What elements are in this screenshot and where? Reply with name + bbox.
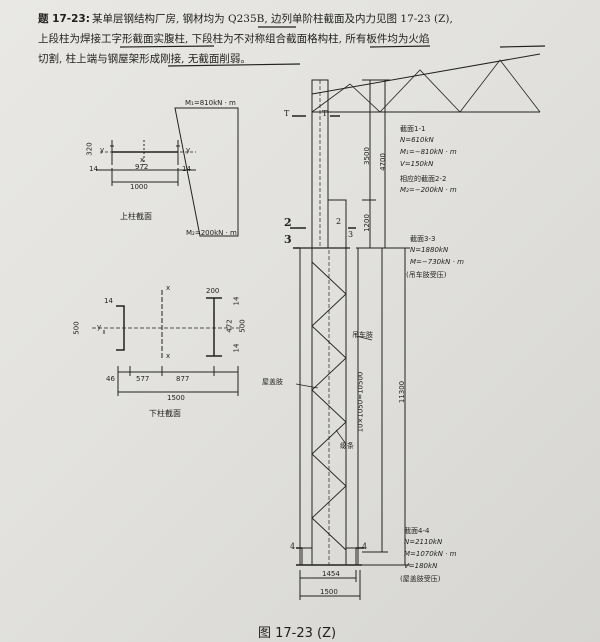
dim-3500: 3500: [362, 147, 371, 165]
section-4-4-m: M=1070kN · m: [404, 550, 457, 558]
cut-label-3-left: 3: [284, 233, 292, 246]
dim-1454: 1454: [322, 570, 340, 578]
cut-label-2-left: 2: [284, 216, 292, 229]
cut-label-4-right: 4: [362, 542, 368, 551]
underline-rigid: [167, 63, 301, 67]
lower-axis-y: y: [97, 323, 102, 331]
section-3-3-n: N=1880kN: [410, 246, 449, 254]
lower-dim-500-left: 500: [72, 321, 81, 335]
section-4-4-v: V=180kN: [404, 562, 438, 570]
batten-label: 缀条: [340, 442, 354, 450]
upper-dim-320: 320: [85, 142, 94, 156]
figure-caption: 图 17-23 (Z): [258, 626, 337, 641]
roof-limb-label: 屋盖肢: [262, 378, 283, 386]
upper-dim-14-left: 14: [89, 165, 98, 173]
dim-1500-base: 1500: [320, 588, 338, 596]
lower-dim-46: 46: [106, 375, 115, 383]
lower-axis-x-top: x: [166, 284, 171, 292]
underline-upper: [119, 45, 215, 48]
lower-dim-14-top: 14: [104, 297, 113, 305]
moment-m1: M₁=810kN · m: [185, 99, 236, 107]
section-3-3-title: 截面3-3: [410, 235, 436, 243]
section-4-4-title: 截面4-4: [404, 527, 430, 535]
lower-section-drawing: [92, 290, 240, 396]
lower-dim-877: 877: [176, 375, 190, 383]
moment-diagram: [174, 107, 239, 237]
lower-dim-577: 577: [136, 375, 150, 383]
problem-number: 题 17-23:: [38, 13, 90, 25]
upper-section-title: 上柱截面: [120, 212, 152, 221]
section-1-1-m: M₁=−810kN · m: [400, 148, 457, 156]
section-3-3-note: (吊车肢受压): [406, 271, 447, 279]
section-2-2-title: 相应的截面2-2: [400, 175, 447, 183]
cut-label-1-left: T: [284, 109, 290, 118]
lower-dim-14-a: 14: [232, 296, 241, 306]
cut-label-4-left: 4: [290, 542, 296, 551]
lower-dim-14-b: 14: [232, 343, 241, 353]
problem-line-2: 上段柱为焊接工字形截面实腹柱, 下段柱为不对称组合截面格构柱, 所有板件均为火焰: [38, 33, 430, 45]
upper-dim-14-right: 14: [182, 165, 191, 173]
dim-4700: 4700: [378, 153, 387, 171]
lower-axis-x-bottom: x: [166, 352, 171, 360]
cut-label-1-right: T: [322, 109, 328, 118]
section-3-3-m: M=−730kN · m: [410, 258, 464, 266]
section-4-4-note: (屋盖肢受压): [400, 575, 441, 583]
lower-section-title: 下柱截面: [149, 409, 181, 418]
cut-label-3-right: 3: [348, 230, 354, 239]
section-1-1-v: V=150kN: [400, 160, 434, 168]
problem-line-3: 切割, 柱上端与钢屋架形成刚接, 无截面削弱。: [38, 53, 251, 65]
underline-lower: [369, 45, 431, 48]
lower-dim-500-right: 500: [238, 319, 247, 333]
upper-dim-972: 972: [135, 163, 149, 171]
upper-axis-y-left: y: [100, 146, 105, 154]
lower-dim-200: 200: [206, 287, 220, 295]
upper-dim-1000: 1000: [130, 183, 148, 191]
upper-axis-y-right: y: [186, 146, 191, 154]
column-elevation: [290, 53, 541, 600]
problem-line-1: 某单层钢结构厂房, 钢材均为 Q235B, 边列单阶柱截面及内力见图 17-23…: [92, 13, 453, 25]
cut-label-2-right: 2: [336, 217, 342, 226]
dim-10500: 10×1050=10500: [356, 371, 365, 433]
section-1-1-n: N=610kN: [400, 136, 434, 144]
dim-11300: 11300: [398, 380, 407, 404]
crane-limb-label: 吊车肢: [352, 331, 373, 339]
section-4-4-n: N=2110kN: [404, 538, 443, 546]
section-1-1-title: 截面1-1: [400, 125, 426, 133]
dim-1200: 1200: [362, 214, 371, 232]
underline-flame: [499, 45, 546, 48]
moment-m2: M₂=200kN · m: [186, 229, 237, 237]
lower-dim-472: 472: [225, 319, 234, 333]
upper-section-drawing: [96, 140, 196, 186]
upper-axis-x: x: [140, 156, 145, 164]
section-2-2-m: M₂=−200kN · m: [400, 186, 457, 194]
lower-dim-1500: 1500: [167, 394, 185, 402]
